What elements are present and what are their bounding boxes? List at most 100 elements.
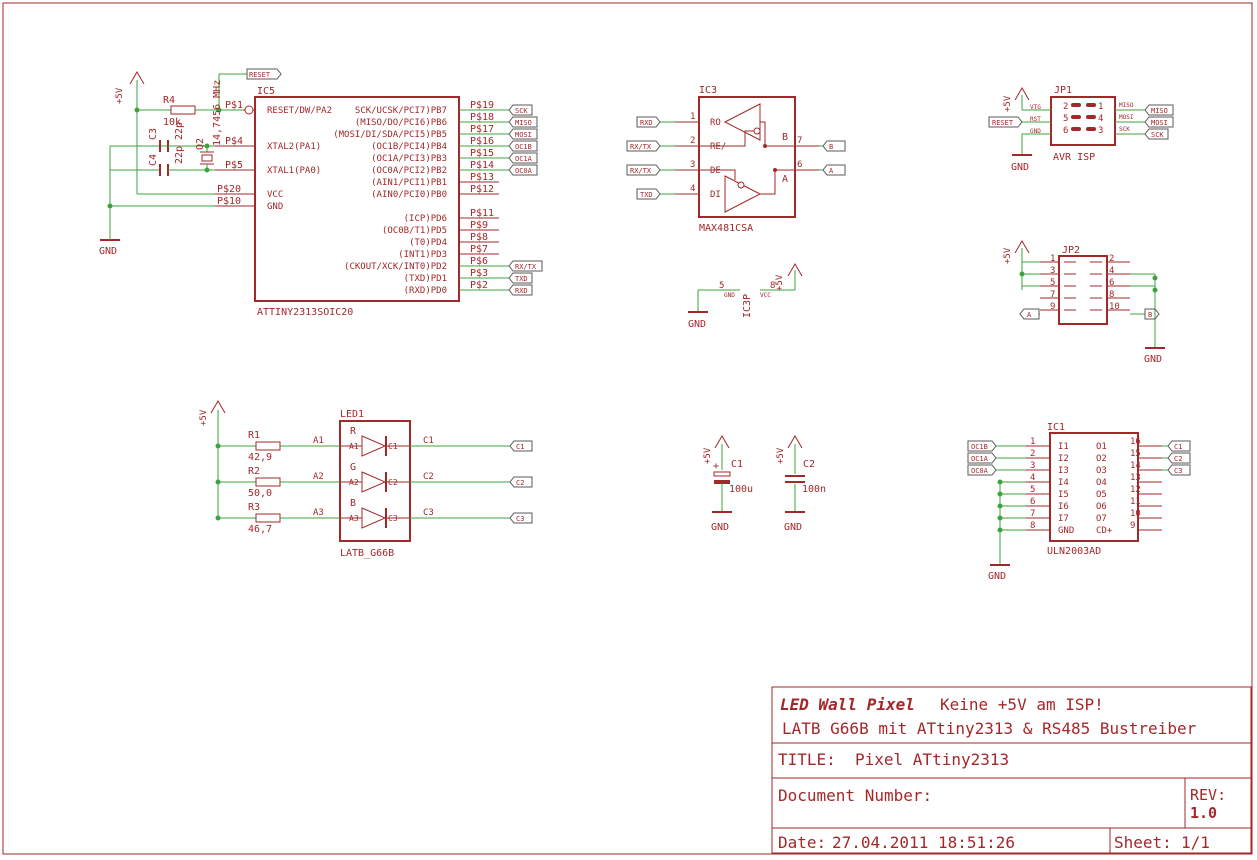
title-block-frame	[771, 686, 1252, 854]
ic1-right-num: 16	[1130, 437, 1141, 447]
ic3p-vcc-arrow-icon	[787, 263, 803, 277]
ic3-pin2-num: 2	[690, 136, 695, 146]
ic3-pin1-num: 1	[690, 112, 695, 122]
jp2-right-num: 6	[1109, 278, 1114, 288]
jp2-left-num: 1	[1050, 254, 1055, 264]
ic1-right-num: 13	[1130, 473, 1141, 483]
r4-value: 10k	[163, 117, 181, 128]
ic5-right-pad: P$8	[470, 232, 488, 243]
ic1-left-pin: I7	[1058, 514, 1069, 524]
ic5-net-rxd-text: RXD	[515, 287, 528, 295]
jp2-body	[1058, 255, 1108, 325]
ic5-net-txd-text: TXD	[515, 275, 528, 283]
led1-body	[339, 420, 411, 542]
ic1-net-oc1b	[967, 440, 997, 452]
ic3-pin-de: DE	[710, 166, 721, 176]
ic3-net-left-3	[626, 164, 661, 176]
jp1-num-1: 1	[1098, 102, 1103, 112]
jp1-net-sck-text: SCK	[1151, 131, 1164, 139]
ic5-pin-vcc: VCC	[267, 190, 283, 200]
ic1-right-num: 14	[1130, 461, 1141, 471]
led1-part: LATB_G66B	[340, 548, 394, 559]
c1-plate-negative	[714, 480, 730, 484]
jp2-gnd-label: GND	[1144, 354, 1162, 365]
ic1-left-num: 5	[1030, 485, 1035, 495]
r4-name: R4	[163, 95, 175, 106]
ic5-right-pin-name: (MOSI/DI/SDA/PCI5)PB5	[333, 130, 447, 140]
ic5-net-miso-text: MISO	[515, 119, 532, 127]
jp2-right-num: 4	[1109, 266, 1114, 276]
ic3-max481: IC3 MAX481CSA 1 2 3 4 RO RE/ DE DI B A 7…	[626, 85, 846, 234]
ic1-net-oc1a-text: OC1A	[971, 455, 989, 463]
jp2-net-a	[1019, 308, 1040, 320]
tb-project: LED Wall Pixel	[780, 695, 915, 714]
ic3p-power: IC3P GND 5 GND 8 VCC +5V	[688, 263, 803, 330]
ic1-net-c2-text: C2	[1174, 455, 1182, 463]
ic3-pin4-num: 4	[690, 184, 695, 194]
jp2-name: JP2	[1062, 245, 1080, 256]
ic1-net-oc1b-text: OC1B	[971, 443, 988, 451]
ic5-right-pin-name: (OC1A/PCI3)PB3	[371, 154, 447, 164]
ic1-net-oc0a-text: OC0A	[971, 467, 989, 475]
led-resistor-body	[255, 441, 281, 451]
led-cathode-net: C2	[423, 472, 434, 482]
led-resistor-name: R3	[248, 502, 260, 513]
led-net-c1-text: C1	[516, 443, 524, 451]
ic5-right-pin-name: SCK/UCSK/PCI7)PB7	[355, 106, 447, 116]
led-net-c3	[509, 512, 533, 524]
led-cathode-pin: C1	[388, 442, 398, 451]
c2-gnd-label: GND	[784, 522, 802, 533]
jp1-miso: MISO	[1119, 102, 1134, 109]
ic3-net-left-1-text: RXD	[640, 119, 653, 127]
jp2-net-b-text: B	[1148, 311, 1152, 319]
ic1-right-pin: O1	[1096, 442, 1107, 452]
ic5-right-pad: P$19	[470, 100, 494, 111]
led-anode-pin: A3	[349, 514, 359, 523]
jp1-num-5: 5	[1063, 114, 1068, 124]
q2-crystal-body	[201, 154, 213, 162]
ic5-net-sck-text: SCK	[515, 107, 528, 115]
ic3-net-b-text: B	[829, 143, 833, 151]
ic5-right-pad: P$2	[470, 280, 488, 291]
ic5-pin-reset: RESET/DW/PA2	[267, 106, 332, 116]
ic3-pin-di: DI	[710, 190, 721, 200]
ic1-left-pin: I2	[1058, 454, 1069, 464]
ic5-net-rx-tx-text: RX/TX	[515, 263, 537, 271]
ic5-right-pad: P$12	[470, 184, 494, 195]
ic1-right-pin: O5	[1096, 490, 1107, 500]
title-block: LED Wall Pixel Keine +5V am ISP! LATB G6…	[771, 686, 1252, 854]
jp2-vcc-arrow-icon	[1014, 240, 1030, 254]
ic3-net-a	[822, 164, 846, 176]
c1-vcc-label: +5V	[703, 447, 713, 464]
c1-value: 100u	[729, 484, 753, 495]
ic1-left-num: 4	[1030, 473, 1035, 483]
c2-vcc-arrow-icon	[787, 435, 803, 449]
ic1-net-c2	[1167, 452, 1191, 464]
led-color-letter: G	[350, 462, 356, 473]
ic5-right-pin-name: (CKOUT/XCK/INT0)PD2	[344, 262, 447, 272]
ic1-right-pin: O2	[1096, 454, 1107, 464]
led-diode-icon	[361, 471, 387, 493]
tb-title-label: TITLE:	[778, 750, 836, 769]
ic5-right-pin-name: (OC0B/T1)PD5	[382, 226, 447, 236]
ic1-left-num: 6	[1030, 497, 1035, 507]
ic5-name: IC5	[257, 86, 275, 97]
led-anode-pin: A2	[349, 478, 359, 487]
ic3-net-left-1	[636, 116, 661, 128]
ic1-right-pin: O3	[1096, 466, 1107, 476]
led-cathode-net: C1	[423, 436, 434, 446]
reset-net-label	[246, 68, 282, 80]
ic5-net-miso	[508, 116, 538, 128]
ic1-net-c3-text: C3	[1174, 467, 1182, 475]
ic1-left-pin: I1	[1058, 442, 1069, 452]
tb-date-label: Date:	[778, 833, 826, 852]
jp1-num-4: 4	[1098, 114, 1103, 124]
jp2-net-a-text: A	[1027, 311, 1032, 319]
ic3p-gnd: GND	[688, 319, 706, 330]
led-resistor-value: 42,9	[248, 452, 272, 463]
ic5-gnd-label: GND	[99, 246, 117, 257]
ic5-right-pin-name: (INT1)PD3	[398, 250, 447, 260]
jp1-net-miso-text: MISO	[1151, 107, 1168, 115]
